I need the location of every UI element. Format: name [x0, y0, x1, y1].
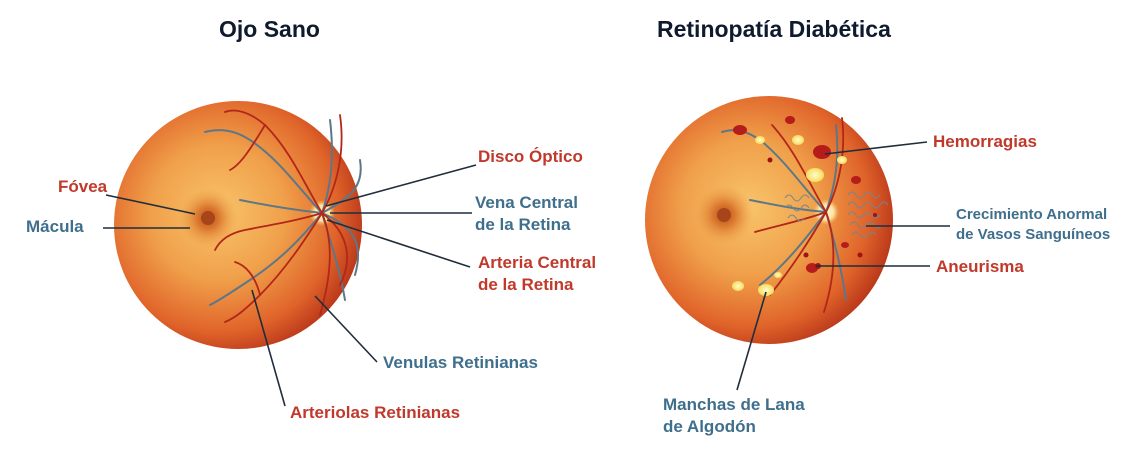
- macula-label: Mácula: [26, 217, 84, 236]
- disco-leader: [325, 164, 477, 207]
- manchas-line-2: de Algodón: [663, 417, 756, 436]
- cotton-wool-spot: [792, 135, 804, 145]
- healthy-retina: [114, 101, 362, 349]
- hemorrhage: [841, 242, 849, 248]
- hemorrhage: [733, 125, 747, 135]
- cotton-wool-spot: [806, 168, 824, 182]
- vena-central-line-1: Vena Central: [475, 193, 578, 212]
- crecimiento-line-2: de Vasos Sanguíneos: [956, 226, 1111, 243]
- diabetic-arteries: [754, 117, 845, 313]
- cotton-wool-spot: [837, 156, 847, 164]
- vena-central-line-2: de la Retina: [475, 215, 571, 234]
- arteria-central-line-2: de la Retina: [478, 275, 574, 294]
- arteriolas-leader: [251, 289, 286, 407]
- aneurysm-dot: [873, 213, 877, 217]
- hemorrhages: [733, 116, 861, 273]
- hemorragias-leader: [824, 141, 928, 155]
- cotton-wool-spot: [732, 281, 744, 291]
- manchas-label: Manchas de Lana de Algodón: [663, 394, 805, 438]
- arteria-leader: [326, 219, 471, 268]
- healthy-retina-disc: [114, 101, 362, 349]
- arteria-central-label: Arteria Central de la Retina: [478, 252, 596, 296]
- healthy-fovea: [201, 211, 215, 225]
- hemorrhage: [785, 116, 795, 124]
- vena-central-label: Vena Central de la Retina: [475, 192, 578, 236]
- cotton-wool-spot: [774, 272, 782, 278]
- aneurysm-dot: [803, 252, 809, 258]
- cotton-wool-spot: [758, 284, 774, 296]
- hemorrhage: [806, 263, 818, 273]
- diabetic-retina: [645, 96, 893, 344]
- fovea-leader: [105, 194, 196, 215]
- crecimiento-label: Crecimiento Anormal de Vasos Sanguíneos: [956, 205, 1110, 245]
- cotton-wool-spots: [732, 135, 847, 296]
- abnormal-vessel-growth: [784, 191, 889, 239]
- aneurisma-label: Aneurisma: [936, 257, 1024, 276]
- diabetic-fovea: [717, 208, 731, 222]
- aneurysm-dot: [767, 157, 773, 163]
- manchas-line-1: Manchas de Lana: [663, 395, 805, 414]
- diabetic-retina-disc: [645, 96, 893, 344]
- cotton-wool-spot: [755, 136, 765, 144]
- disco-optico-label: Disco Óptico: [478, 147, 583, 166]
- hemorragias-label: Hemorragias: [933, 132, 1037, 151]
- healthy-veins: [204, 119, 362, 306]
- diabetic-title: Retinopatía Diabética: [657, 16, 891, 42]
- healthy-leader-lines: [103, 164, 477, 407]
- venulas-leader: [314, 295, 378, 363]
- hemorrhage: [813, 145, 831, 159]
- fovea-label: Fóvea: [58, 177, 108, 196]
- healthy-title: Ojo Sano: [219, 16, 320, 42]
- arteriolas-label: Arteriolas Retinianas: [290, 403, 461, 422]
- arteria-central-line-1: Arteria Central: [478, 253, 597, 272]
- diabetic-leader-lines: [736, 141, 950, 391]
- venulas-label: Venulas Retinianas: [383, 353, 538, 372]
- hemorrhage: [851, 176, 861, 184]
- crecimiento-line-1: Crecimiento Anormal: [956, 206, 1108, 223]
- aneurysms: [767, 157, 877, 269]
- aneurysm-dot: [857, 252, 863, 258]
- manchas-leader: [736, 291, 767, 391]
